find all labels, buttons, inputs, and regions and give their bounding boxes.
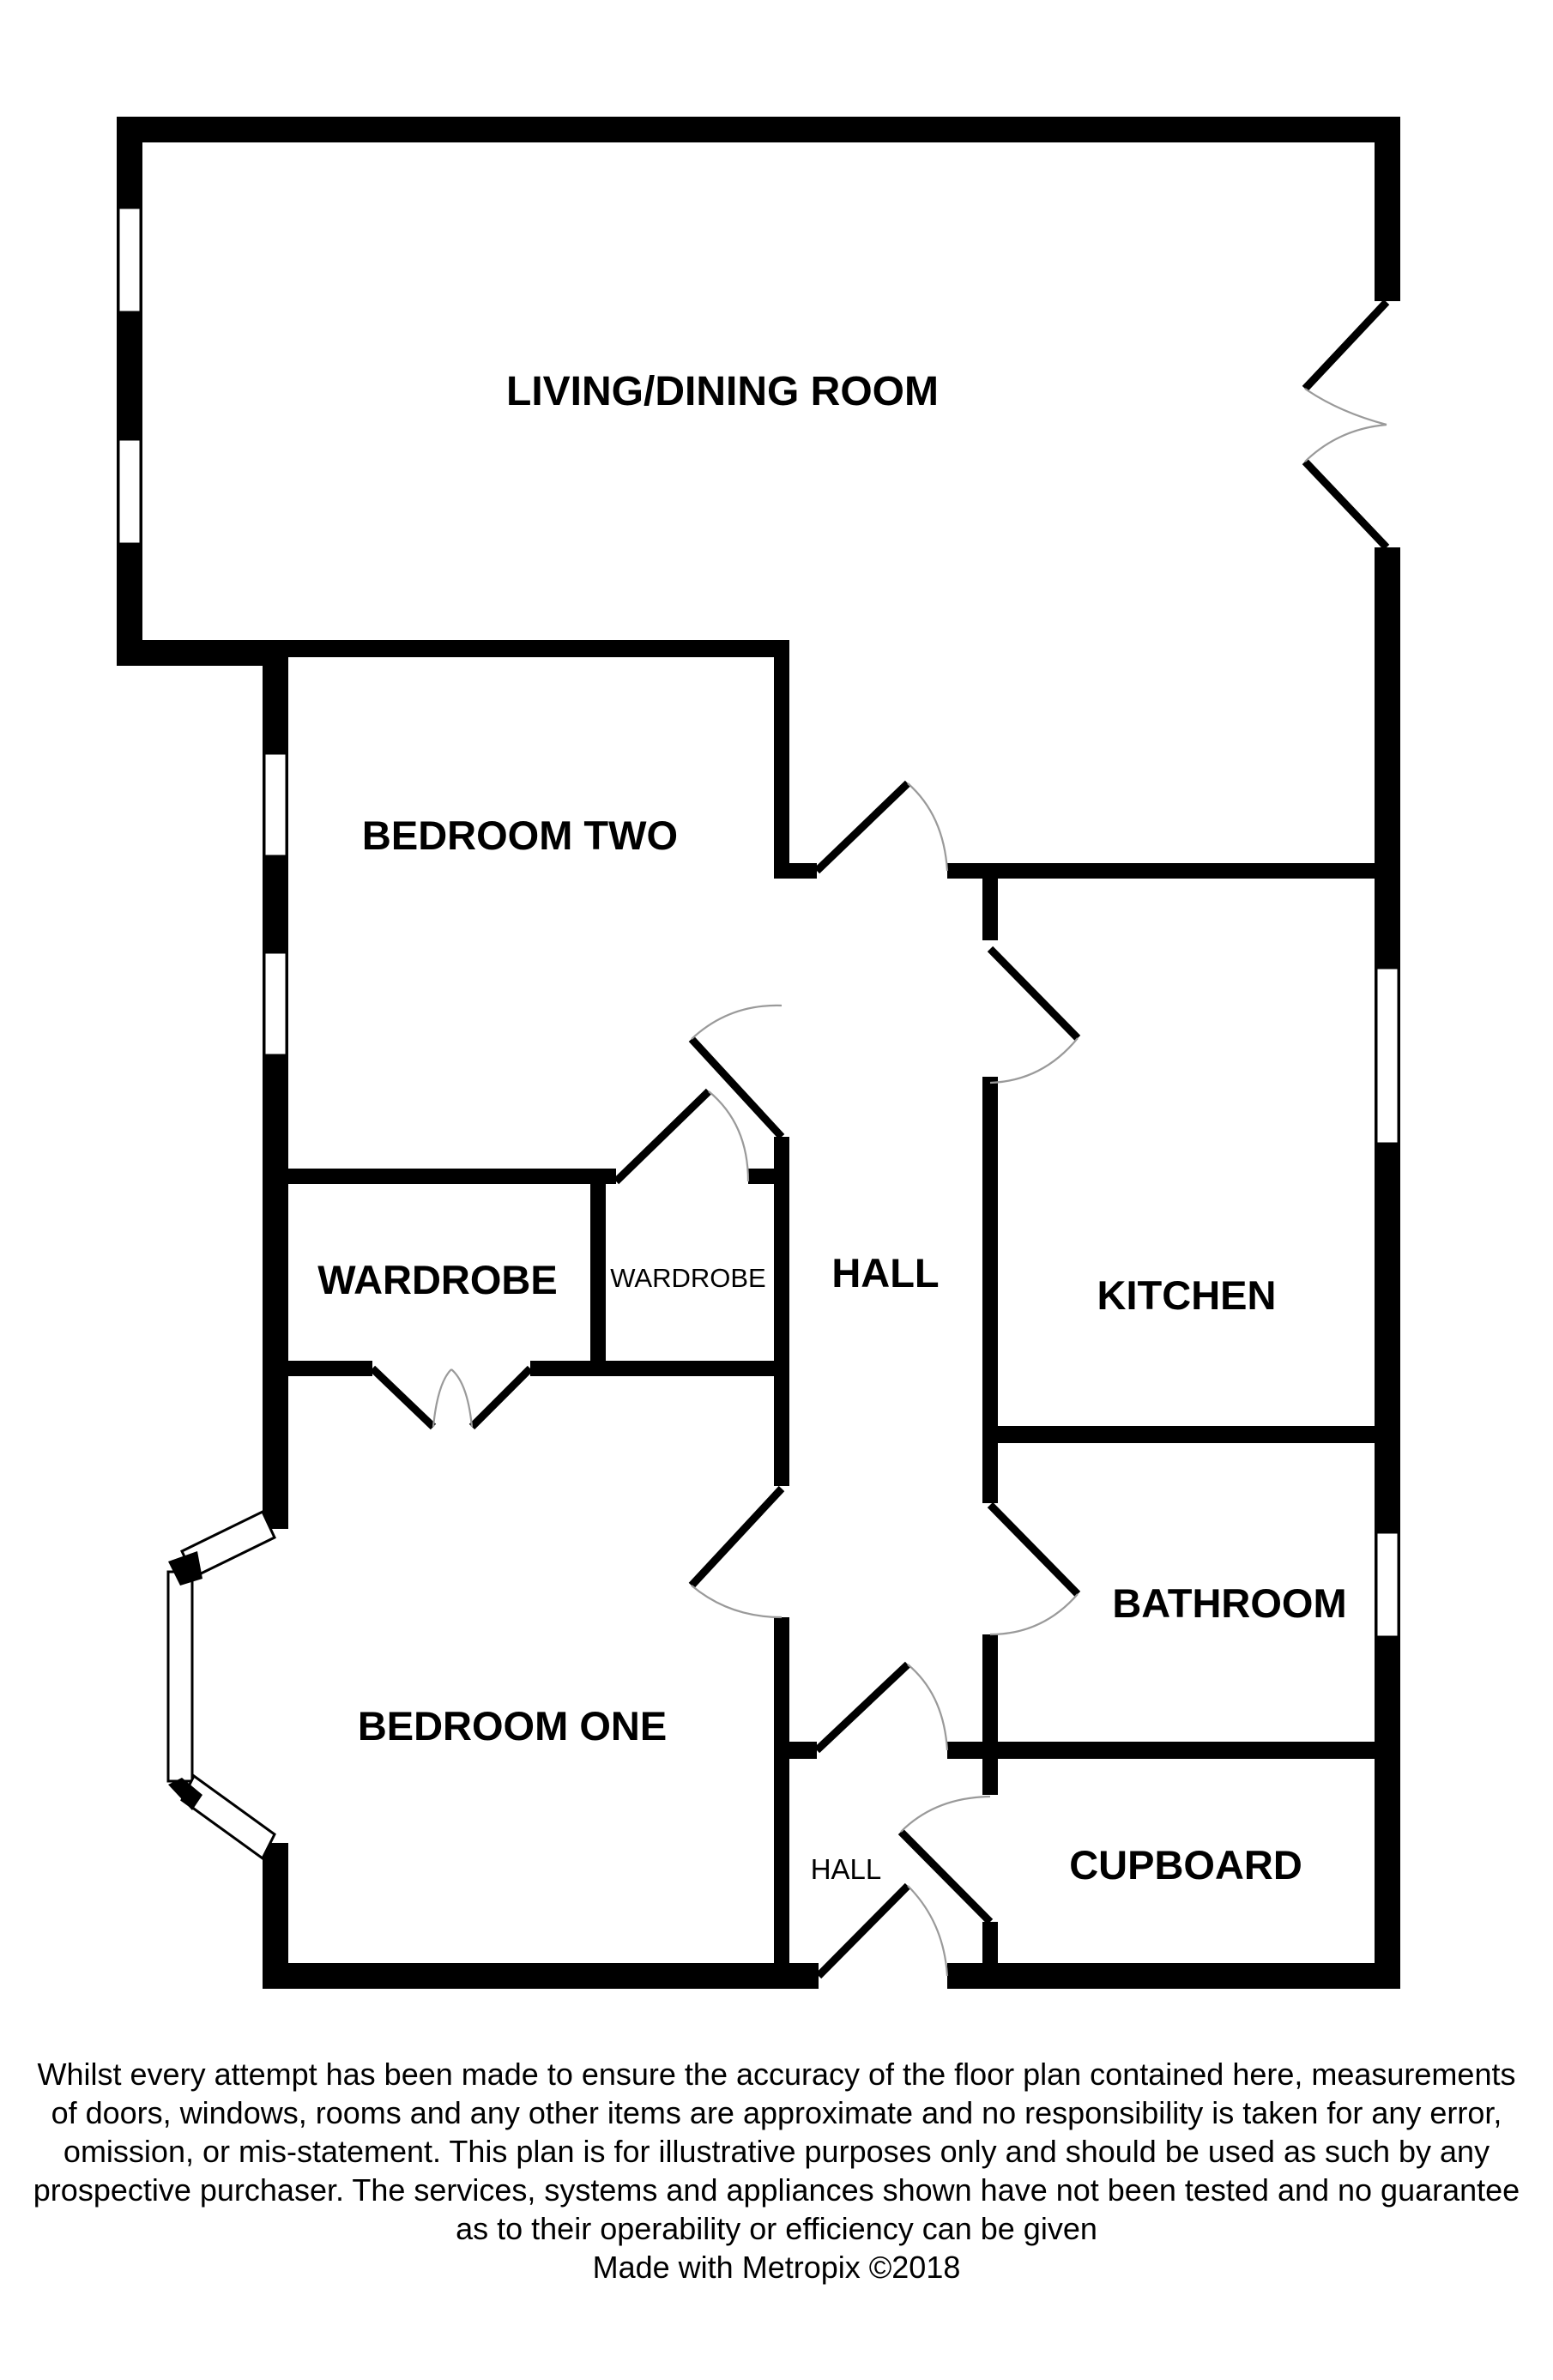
label-wardrobe-small: WARDROBE xyxy=(610,1263,765,1293)
label-bedroom-one: BEDROOM ONE xyxy=(358,1703,667,1749)
window-bedroom-two-lower xyxy=(263,951,288,1057)
label-living-dining-room: LIVING/DINING ROOM xyxy=(506,369,939,414)
label-hall-main: HALL xyxy=(831,1250,939,1296)
label-bathroom: BATHROOM xyxy=(1112,1580,1346,1626)
french-door-living xyxy=(1302,299,1390,551)
door-wardrobe-large xyxy=(369,1365,534,1430)
label-bedroom-two: BEDROOM TWO xyxy=(362,812,678,858)
door-wardrobe-small xyxy=(613,1088,750,1185)
door-bedroom-two xyxy=(688,1004,785,1140)
door-bathroom xyxy=(987,1501,1081,1636)
window-bathroom xyxy=(1375,1531,1400,1639)
door-bedroom-one xyxy=(688,1485,785,1619)
disclaimer: Whilst every attempt has been made to en… xyxy=(0,2055,1553,2286)
label-kitchen: KITCHEN xyxy=(1097,1272,1277,1318)
door-kitchen xyxy=(987,945,1081,1084)
disclaimer-line: Whilst every attempt has been made to en… xyxy=(37,2057,1516,2092)
door-front xyxy=(815,1882,949,1979)
windows xyxy=(117,206,1400,1861)
window-kitchen xyxy=(1375,966,1400,1145)
label-wardrobe-large: WARDROBE xyxy=(317,1257,557,1302)
window-living-upper xyxy=(117,206,142,314)
room-labels: LIVING/DINING ROOM BEDROOM TWO WARDROBE … xyxy=(317,369,1346,1888)
window-bay-front xyxy=(166,1570,194,1783)
disclaimer-line: as to their operability or efficiency ca… xyxy=(456,2211,1097,2246)
label-hall-small: HALL xyxy=(811,1853,882,1885)
window-bedroom-two-upper xyxy=(263,752,288,858)
label-cupboard: CUPBOARD xyxy=(1069,1842,1302,1888)
door-cupboard xyxy=(897,1795,994,1925)
door-hall-living xyxy=(813,780,949,874)
credit: Made with Metropix ©2018 xyxy=(592,2250,961,2285)
doors xyxy=(369,299,1390,1979)
disclaimer-line: prospective purchaser. The services, sys… xyxy=(33,2172,1520,2208)
window-living-lower xyxy=(117,438,142,546)
disclaimer-line: omission, or mis-statement. This plan is… xyxy=(63,2134,1490,2169)
disclaimer-line: of doors, windows, rooms and any other i… xyxy=(51,2095,1502,2130)
window-bay-bottom xyxy=(180,1773,276,1861)
door-hall-small xyxy=(813,1661,949,1754)
